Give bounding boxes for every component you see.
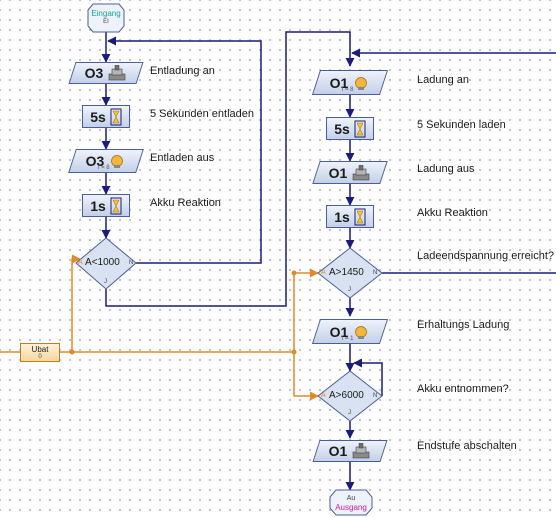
wire-branch-no-loop (107, 36, 262, 264)
label-5s-entladen: 5 Sekunden entladen (150, 108, 254, 120)
branch-no: N (129, 260, 134, 266)
junction-dot (291, 270, 297, 276)
wait-code: 5s (90, 108, 106, 125)
start-label: Eingang (91, 9, 121, 18)
wire-6000-no-loop (353, 358, 383, 396)
start-sub: EI (103, 19, 109, 25)
hourglass-icon (354, 208, 366, 225)
lamp-icon (111, 155, 124, 168)
lamp-icon (355, 76, 368, 90)
ubat-block[interactable]: Ubat 0 (20, 343, 60, 362)
wire-ubat-6000 (293, 352, 319, 401)
analog-input-tag: A (321, 392, 326, 399)
junction-dot (291, 349, 297, 355)
hourglass-icon (110, 108, 122, 125)
wait-code: 1s (334, 208, 350, 225)
condition-a1000: A<1000 (85, 257, 120, 268)
start-hexagon (87, 3, 125, 33)
output-block-o3-entladung-an[interactable]: O3 (68, 62, 144, 84)
motor-icon (353, 164, 370, 180)
wait-block-1s-reaktion-2[interactable]: 1s (326, 205, 374, 228)
wait-block-5s-entladen[interactable]: 5s (82, 105, 130, 128)
label-akku-reaktion: Akku Reaktion (150, 197, 221, 209)
label-akku-entnommen: Akku entnommen? (417, 383, 509, 395)
output-sub: I = 8 (341, 87, 354, 93)
decision-diamond-a1000 (75, 237, 137, 290)
ubat-label: Ubat (31, 345, 49, 354)
decision-diamond-a6000 (317, 370, 383, 422)
label-entladung-an: Entladung an (150, 65, 215, 77)
motor-icon (109, 65, 126, 81)
analog-input-tag: A (78, 259, 83, 266)
hourglass-icon (354, 120, 366, 137)
motor-icon (353, 443, 370, 459)
analog-input-tag: A (321, 269, 326, 276)
wait-block-5s-laden[interactable]: 5s (326, 117, 374, 140)
output-block-o1-ladung-aus[interactable]: O1 (312, 161, 388, 184)
branch-yes: J (348, 410, 351, 416)
output-block-o1-erhaltung[interactable]: O1 I = 1 (311, 319, 389, 344)
start-block[interactable]: Eingang EI (88, 9, 124, 27)
label-akku-reaktion-2: Akku Reaktion (417, 207, 488, 219)
output-sub: I = 1 (341, 336, 354, 342)
output-sub: I = 8 (97, 165, 110, 171)
label-erhaltungs-ladung: Erhaltungs Ladung (417, 319, 510, 331)
label-ladeendspannung: Ladeendspannung erreicht? (417, 250, 555, 262)
output-block-o1-endstufe[interactable]: O1 (312, 440, 388, 462)
branch-no: N (373, 270, 378, 276)
ubat-value: 0 (38, 354, 42, 360)
output-code: O3 (84, 65, 104, 81)
label-5s-laden: 5 Sekunden laden (417, 119, 506, 131)
output-block-o1-ladung-an[interactable]: O1 I = 8 (311, 70, 389, 95)
output-block-o3-entladen-aus[interactable]: O3 I = 8 (68, 149, 144, 173)
wire-branch-yes (105, 31, 355, 307)
end-hexagon (329, 489, 373, 516)
end-label: Au (346, 495, 356, 502)
end-sub: Ausgang (335, 503, 367, 512)
branch-yes: J (348, 287, 351, 293)
branch-no: N (373, 393, 378, 399)
condition-a6000: A>6000 (329, 390, 364, 401)
label-ladung-aus: Ladung aus (417, 163, 475, 175)
lamp-icon (355, 325, 368, 339)
wait-block-1s-reaktion[interactable]: 1s (82, 194, 130, 217)
end-block[interactable]: Au Ausgang (330, 494, 372, 512)
condition-a1450: A>1450 (329, 267, 364, 278)
decision-diamond-a1450 (317, 247, 383, 299)
output-code: O1 (328, 164, 348, 181)
label-endstufe-abschalten: Endstufe abschalten (417, 440, 517, 452)
junction-dot (69, 349, 75, 355)
label-ladung-an: Ladung an (417, 74, 469, 86)
wait-code: 1s (90, 197, 106, 214)
output-code: O1 (328, 443, 348, 459)
wire-ubat-up (71, 254, 81, 352)
wait-code: 5s (334, 120, 350, 137)
hourglass-icon (110, 197, 122, 214)
label-entladen-aus: Entladen aus (150, 152, 215, 164)
branch-yes: J (104, 279, 107, 285)
